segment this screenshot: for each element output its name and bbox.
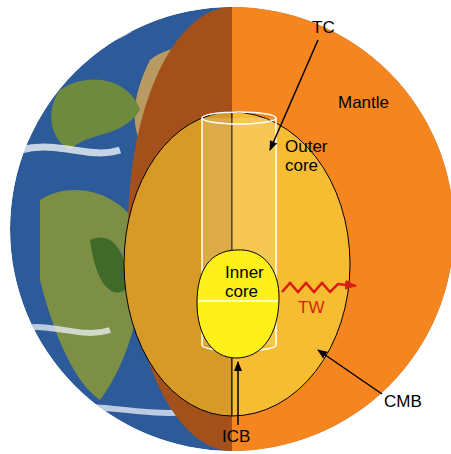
cylinder-label: TC [312,18,335,37]
mantle-region: MantleOuter coreInner core [10,7,451,451]
outer-core-region: Outer coreInner core [123,112,350,416]
leader-line [318,350,382,394]
boundary-label: ICB [222,427,250,446]
inner-core-region: Inner core [207,255,289,365]
globe-surface [10,7,451,451]
region-label: Outer core [285,137,337,175]
thermal-wind-arrow [282,283,356,292]
region-label: Inner core [225,263,271,301]
leader-line [270,40,318,150]
boundary-label: CMB [384,392,422,411]
leader-line [237,362,239,425]
wind-label: TW [298,298,324,317]
region-label: Mantle [338,93,408,112]
inner-core-shape [197,250,279,358]
